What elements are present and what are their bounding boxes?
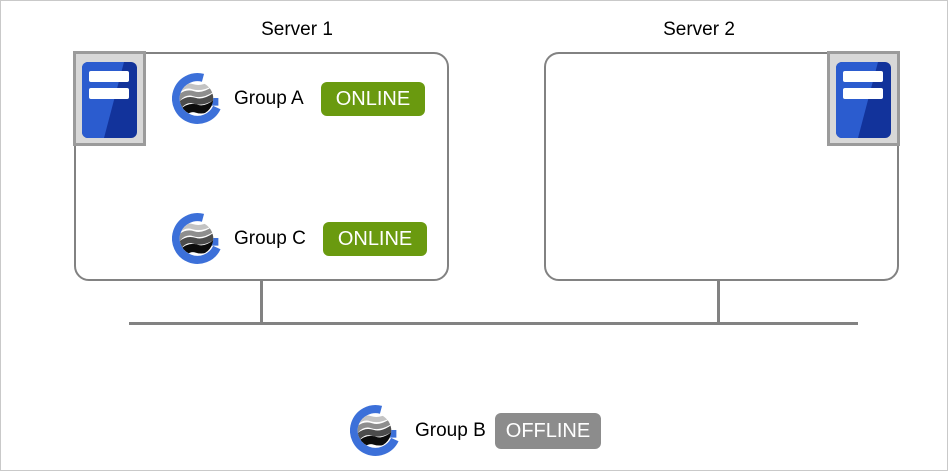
network-bus-line <box>129 322 858 325</box>
group-globe-icon <box>350 404 403 457</box>
status-badge: ONLINE <box>322 221 428 256</box>
group-name: Group A <box>234 87 304 109</box>
server1-title: Server 1 <box>261 19 333 40</box>
group-row: Group C ONLINE <box>172 212 428 265</box>
group-name: Group C <box>234 227 306 249</box>
group-row: Group B OFFLINE <box>350 404 602 457</box>
server2-title: Server 2 <box>663 19 735 40</box>
server2-connector-line <box>717 280 720 324</box>
server1-connector-line <box>260 280 263 324</box>
server-tower-icon <box>827 51 900 146</box>
group-globe-icon <box>172 72 225 125</box>
status-badge: ONLINE <box>320 81 426 116</box>
group-globe-icon <box>172 212 225 265</box>
status-badge: OFFLINE <box>494 412 602 449</box>
group-name: Group B <box>415 419 486 441</box>
server-tower-icon <box>73 51 146 146</box>
group-row: Group A ONLINE <box>172 72 426 125</box>
